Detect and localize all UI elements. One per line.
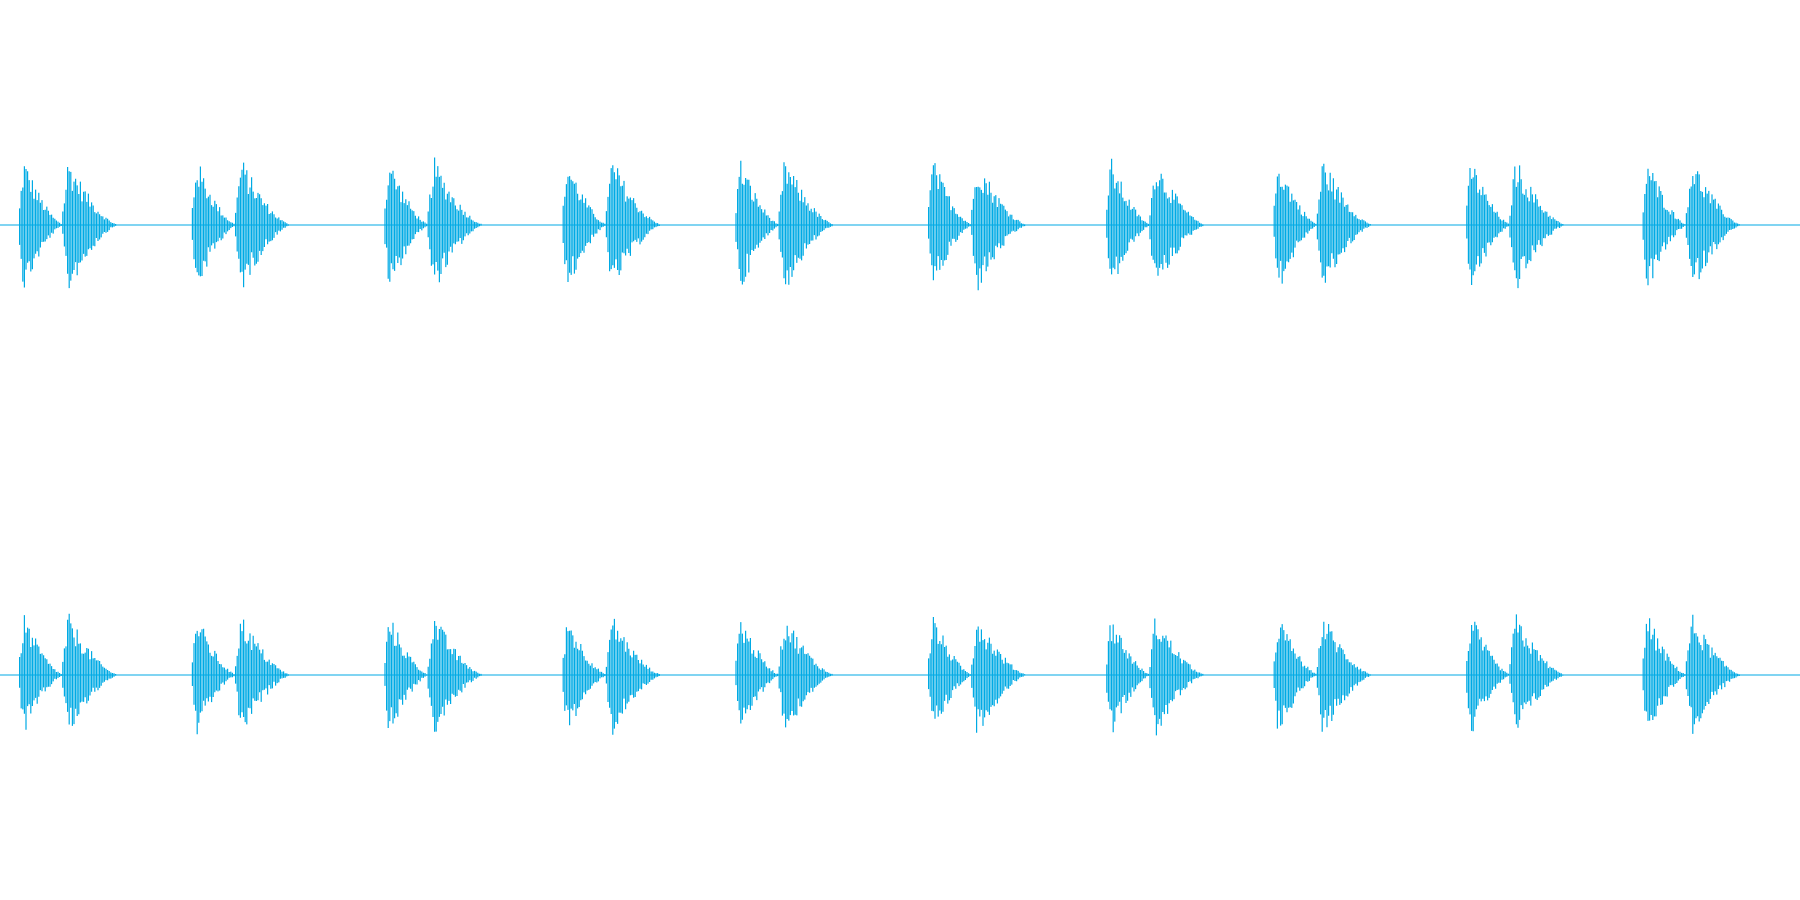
- waveform-burst: [735, 622, 836, 728]
- waveform-burst: [562, 165, 663, 282]
- waveform-burst: [384, 621, 485, 732]
- waveform-burst: [928, 617, 1029, 733]
- waveform-burst: [1466, 165, 1567, 289]
- waveform-burst: [1642, 614, 1743, 734]
- waveform-burst: [191, 619, 293, 735]
- waveform-burst: [928, 163, 1029, 291]
- waveform-burst: [1273, 621, 1374, 732]
- waveform-burst: [1106, 158, 1207, 276]
- waveform-burst: [1106, 618, 1207, 736]
- waveform-burst: [1642, 168, 1743, 286]
- waveform-burst: [19, 613, 120, 730]
- channel-2: [0, 613, 1800, 736]
- waveform-burst: [1273, 163, 1374, 284]
- waveform-burst: [191, 162, 293, 288]
- waveform-burst: [562, 618, 663, 735]
- waveform-burst: [735, 160, 836, 285]
- channel-1: [0, 157, 1800, 291]
- waveform-burst: [1466, 614, 1567, 732]
- waveform-burst: [384, 157, 485, 283]
- waveform-burst: [19, 166, 120, 289]
